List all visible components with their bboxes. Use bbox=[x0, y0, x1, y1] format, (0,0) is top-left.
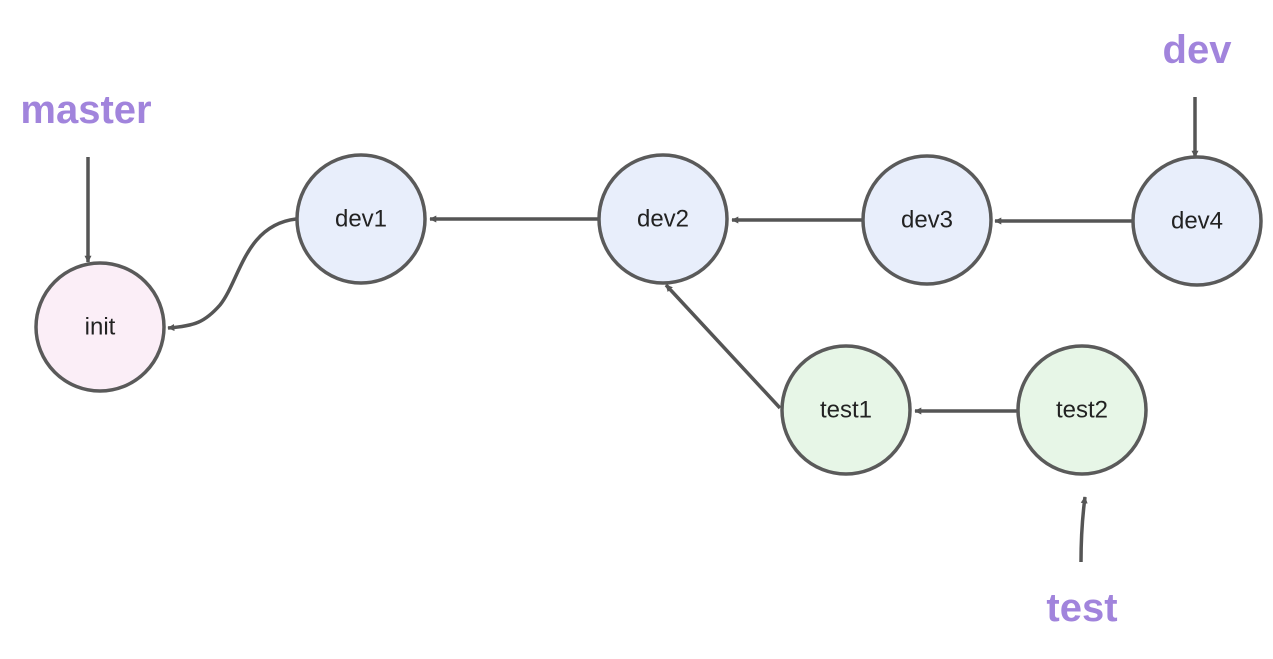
node-label-dev1: dev1 bbox=[335, 206, 387, 233]
branch-pointers bbox=[84, 97, 1199, 563]
node-dev3: dev3 bbox=[861, 154, 993, 286]
node-label-test1: test1 bbox=[820, 397, 872, 424]
branch-labels: master dev test bbox=[20, 28, 1232, 630]
branch-arrow-test bbox=[1079, 496, 1088, 563]
branch-label-test: test bbox=[1046, 586, 1117, 630]
node-label-init: init bbox=[85, 314, 116, 341]
node-dev1: dev1 bbox=[295, 153, 427, 285]
edges bbox=[167, 215, 1133, 415]
node-dev2: dev2 bbox=[597, 153, 729, 285]
branch-label-master: master bbox=[20, 88, 151, 132]
branch-label-dev: dev bbox=[1163, 28, 1233, 72]
nodes: init dev1 dev2 dev3 dev4 test1 test2 bbox=[34, 153, 1263, 476]
edge-test1-to-dev2 bbox=[664, 283, 782, 410]
node-label-test2: test2 bbox=[1056, 397, 1108, 424]
node-dev4: dev4 bbox=[1131, 155, 1263, 287]
node-label-dev4: dev4 bbox=[1171, 208, 1223, 235]
node-test1: test1 bbox=[780, 344, 912, 476]
node-label-dev2: dev2 bbox=[637, 206, 689, 233]
edge-dev1-to-init bbox=[167, 217, 297, 332]
node-init: init bbox=[34, 261, 166, 393]
node-label-dev3: dev3 bbox=[901, 207, 953, 234]
node-test2: test2 bbox=[1016, 344, 1148, 476]
